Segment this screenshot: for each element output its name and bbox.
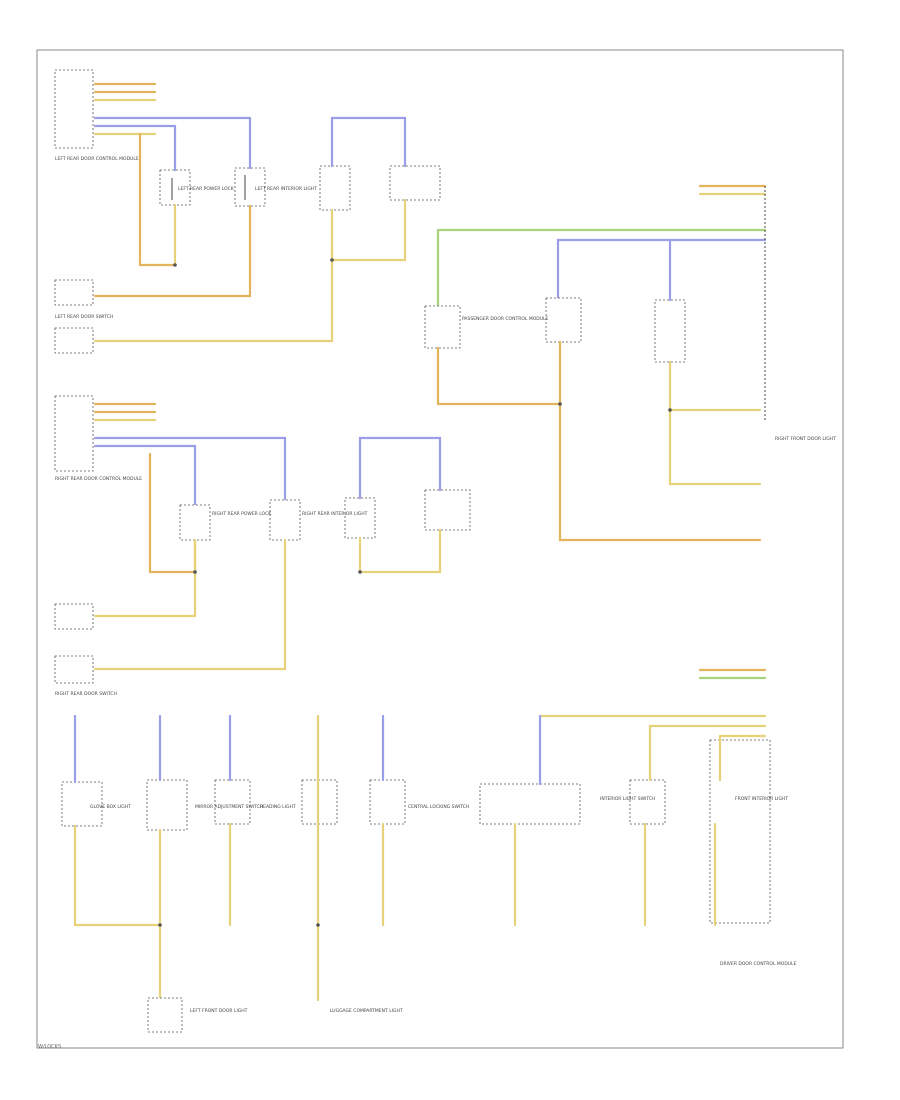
left-rear-door-section: LEFT REAR POWER LOCK LEFT REAR INTERIOR … <box>54 69 441 354</box>
passenger-door-control-module <box>424 305 461 349</box>
label-mirror-adjustment-switch: MIRROR ADJUSTMENT SWITCH <box>195 804 263 810</box>
label-glove-box-light: GLOVE BOX LIGHT <box>90 804 131 810</box>
interior-light-switch <box>479 783 581 825</box>
central-locking-switch <box>369 779 406 825</box>
label-interior-light-switch: INTERIOR LIGHT SWITCH <box>600 796 655 802</box>
label-right-rear-interior-light: RIGHT REAR INTERIOR LIGHT <box>302 511 368 517</box>
passenger-door-section: PASSENGER DOOR CONTROL MODULE RIGHT FRON… <box>424 184 836 542</box>
diagram-footer-code: W/LOCKS <box>38 1044 62 1050</box>
left-rear-door-switch <box>54 279 94 306</box>
right-rear-door-switch <box>54 655 94 684</box>
label-right-rear-door-control-module: RIGHT REAR DOOR CONTROL MODULE <box>55 476 142 482</box>
connector-dots <box>158 258 672 927</box>
label-driver-door-control-module: DRIVER DOOR CONTROL MODULE <box>720 961 797 967</box>
label-front-interior-light: FRONT INTERIOR LIGHT <box>735 796 788 802</box>
left-front-door-light <box>147 997 183 1033</box>
label-left-rear-door-switch: LEFT REAR DOOR SWITCH <box>55 314 113 320</box>
diagram-frame <box>36 49 844 1049</box>
driver-door-section: GLOVE BOX LIGHT LUGGAGE COMPARTMENT LIGH… <box>61 668 797 1033</box>
label-right-rear-power-lock: RIGHT REAR POWER LOCK <box>212 511 272 517</box>
label-right-front-door-light: RIGHT FRONT DOOR LIGHT <box>775 436 836 442</box>
right-rear-door-control-module <box>54 395 94 472</box>
left-rear-door-control-module <box>54 69 94 149</box>
label-luggage-compartment-light: LUGGAGE COMPARTMENT LIGHT <box>330 1008 403 1014</box>
label-left-rear-door-control-module: LEFT REAR DOOR CONTROL MODULE <box>55 156 139 162</box>
label-central-locking-switch: CENTRAL LOCKING SWITCH <box>408 804 469 810</box>
glove-box-light <box>61 781 103 827</box>
label-left-rear-interior-light: LEFT REAR INTERIOR LIGHT <box>255 186 317 192</box>
label-left-rear-power-lock: LEFT REAR POWER LOCK <box>178 186 235 192</box>
label-right-rear-door-switch: RIGHT REAR DOOR SWITCH <box>55 691 117 697</box>
label-reading-light: READING LIGHT <box>260 804 296 810</box>
label-left-front-door-light: LEFT FRONT DOOR LIGHT <box>190 1008 248 1014</box>
label-passenger-door-control-module: PASSENGER DOOR CONTROL MODULE <box>462 316 549 322</box>
right-rear-door-section: RIGHT REAR POWER LOCK RIGHT REAR INTERIO… <box>54 395 471 697</box>
